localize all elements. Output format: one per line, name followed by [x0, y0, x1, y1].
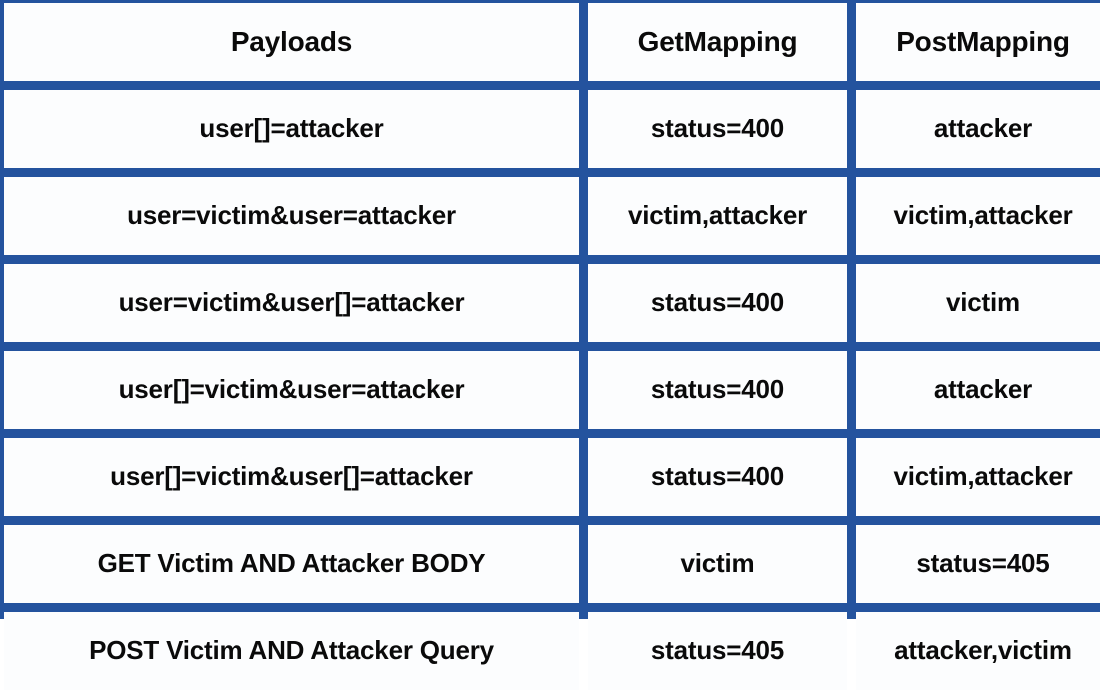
- table-grid: Payloads GetMapping PostMapping user[]=a…: [4, 3, 1100, 690]
- table-cell-postmapping: attacker: [856, 351, 1100, 429]
- table-cell-payload: user[]=victim&user[]=attacker: [4, 438, 579, 516]
- table-cell-getmapping: status=405: [588, 612, 847, 690]
- table-cell-payload: GET Victim AND Attacker BODY: [4, 525, 579, 603]
- table-cell-getmapping: status=400: [588, 264, 847, 342]
- table-cell-postmapping: status=405: [856, 525, 1100, 603]
- table-cell-postmapping: victim,attacker: [856, 177, 1100, 255]
- table-cell-getmapping: victim: [588, 525, 847, 603]
- table-cell-postmapping: attacker,victim: [856, 612, 1100, 690]
- table-cell-payload: POST Victim AND Attacker Query: [4, 612, 579, 690]
- table-cell-payload: user[]=attacker: [4, 90, 579, 168]
- table-cell-getmapping: status=400: [588, 438, 847, 516]
- table-cell-getmapping: victim,attacker: [588, 177, 847, 255]
- table-cell-payload: user=victim&user=attacker: [4, 177, 579, 255]
- column-header-getmapping: GetMapping: [588, 3, 847, 81]
- table-cell-payload: user=victim&user[]=attacker: [4, 264, 579, 342]
- table-cell-payload: user[]=victim&user=attacker: [4, 351, 579, 429]
- column-header-payloads: Payloads: [4, 3, 579, 81]
- payload-mapping-table-figure: Payloads GetMapping PostMapping user[]=a…: [0, 0, 1100, 664]
- table-cell-getmapping: status=400: [588, 90, 847, 168]
- table-cell-postmapping: victim: [856, 264, 1100, 342]
- table-cell-getmapping: status=400: [588, 351, 847, 429]
- table-cell-postmapping: victim,attacker: [856, 438, 1100, 516]
- column-header-postmapping: PostMapping: [856, 3, 1100, 81]
- table-cell-postmapping: attacker: [856, 90, 1100, 168]
